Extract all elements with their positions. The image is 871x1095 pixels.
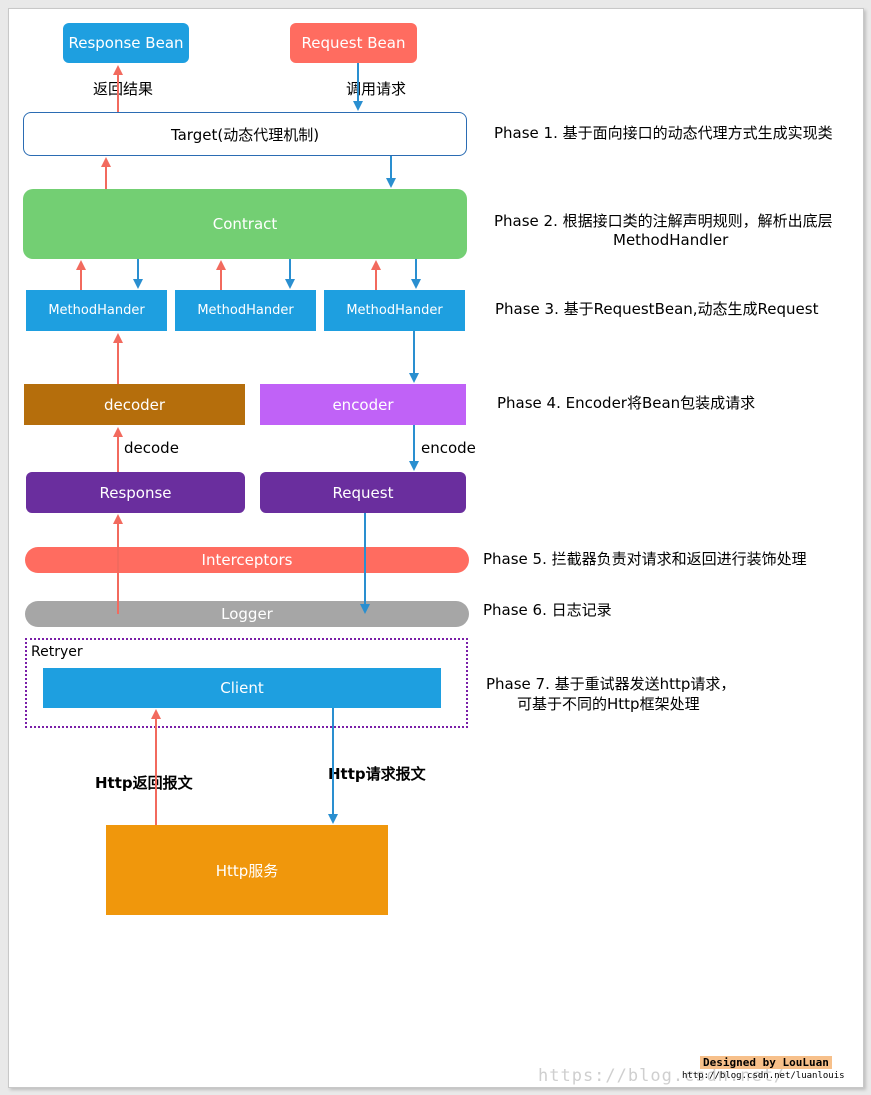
encoder-box: encoder <box>260 384 466 425</box>
decode-label: decode <box>124 439 179 457</box>
method-handler-2-label: MethodHander <box>197 303 294 318</box>
interceptors-label: Interceptors <box>201 551 293 569</box>
phase-6-text: Phase 6. 日志记录 <box>483 601 612 619</box>
http-service-box: Http服务 <box>106 825 388 915</box>
request-box: Request <box>260 472 466 513</box>
decoder-label: decoder <box>103 395 166 414</box>
encode-label: encode <box>421 439 476 457</box>
client-box: Client <box>43 668 441 708</box>
logger-label: Logger <box>221 605 273 623</box>
retryer-label: Retryer <box>31 644 83 660</box>
logger-bar: Logger <box>25 601 469 627</box>
method-handler-2: MethodHander <box>175 290 316 331</box>
decoder-box: decoder <box>24 384 245 425</box>
phase-2-text-line2: MethodHandler <box>613 231 729 249</box>
http-service-label: Http服务 <box>215 861 279 880</box>
watermark-designed-by: Designed by LouLuan <box>700 1056 832 1069</box>
http-request-label: Http请求报文 <box>328 765 426 783</box>
target-box: Target(动态代理机制) <box>23 112 467 156</box>
phase-3-text: Phase 3. 基于RequestBean,动态生成Request <box>495 300 819 318</box>
contract-label: Contract <box>212 215 278 233</box>
watermark-site: https://blog.csdn.net/ <box>538 1066 786 1086</box>
return-result-label: 返回结果 <box>93 80 154 98</box>
request-bean-label: Request Bean <box>301 34 406 52</box>
phase-7-text-line2: 可基于不同的Http框架处理 <box>517 695 700 713</box>
request-bean-box: Request Bean <box>290 23 417 63</box>
contract-box: Contract <box>23 189 467 259</box>
encoder-label: encoder <box>332 395 394 414</box>
response-bean-box: Response Bean <box>63 23 189 63</box>
watermark-blog-url: http://blog.csdn.net/luanlouis <box>682 1071 845 1081</box>
method-handler-3-label: MethodHander <box>346 303 443 318</box>
phase-4-text: Phase 4. Encoder将Bean包装成请求 <box>497 394 756 412</box>
phase-5-text: Phase 5. 拦截器负责对请求和返回进行装饰处理 <box>483 550 807 568</box>
retryer-container <box>25 638 468 728</box>
target-label: Target(动态代理机制) <box>170 125 320 144</box>
method-handler-3: MethodHander <box>324 290 465 331</box>
request-label: Request <box>332 483 394 502</box>
method-handler-1: MethodHander <box>26 290 167 331</box>
phase-2-text-line1: Phase 2. 根据接口类的注解声明规则，解析出底层 <box>494 212 833 230</box>
http-return-label: Http返回报文 <box>95 774 193 792</box>
phase-1-text: Phase 1. 基于面向接口的动态代理方式生成实现类 <box>494 124 833 142</box>
phase-7-text-line1: Phase 7. 基于重试器发送http请求， <box>486 675 736 693</box>
interceptors-bar: Interceptors <box>25 547 469 573</box>
response-box: Response <box>26 472 245 513</box>
client-label: Client <box>220 679 264 697</box>
call-request-label: 调用请求 <box>346 80 407 98</box>
method-handler-1-label: MethodHander <box>48 303 145 318</box>
response-label: Response <box>99 483 172 502</box>
response-bean-label: Response Bean <box>68 34 184 52</box>
